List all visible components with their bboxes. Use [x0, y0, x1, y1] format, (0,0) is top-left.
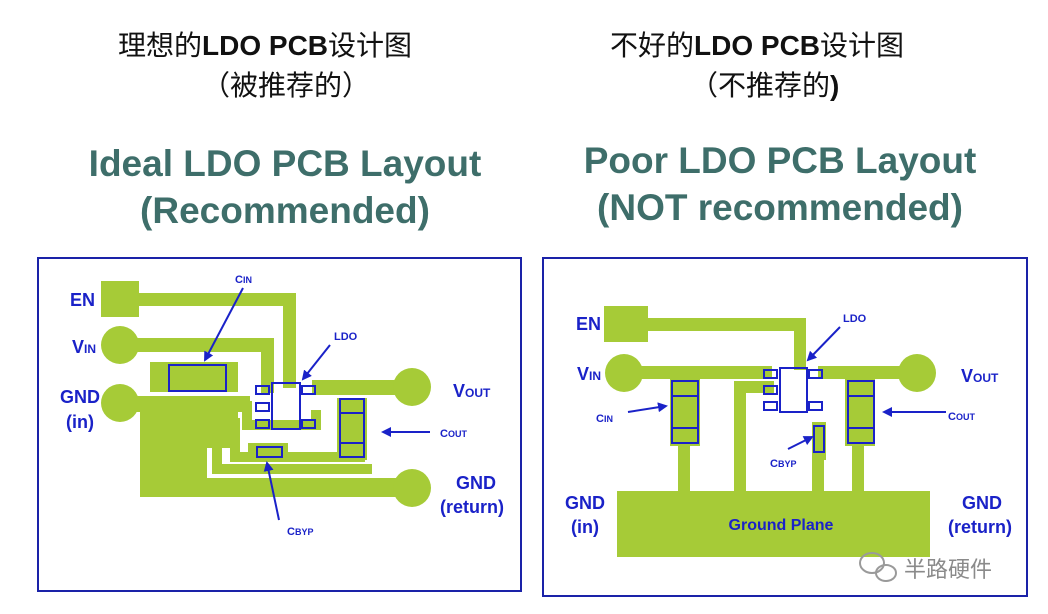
poor-vin-label: VIN — [577, 364, 601, 384]
right-en-title-line1: Poor LDO PCB Layout — [583, 140, 977, 181]
watermark-text: 半路硬件 — [904, 558, 993, 583]
ground-plane-label: Ground Plane — [729, 517, 834, 534]
ideal-gnd-return-sub-label: (return) — [440, 497, 504, 517]
poor-frame — [542, 257, 1028, 597]
poor-gnd-return-sub-label: (return) — [948, 517, 1012, 537]
ideal-cout-label: COUT — [440, 428, 467, 440]
left-en-title-line2: (Recommended) — [140, 190, 430, 231]
poor-en-label: EN — [576, 314, 601, 334]
left-cn-title: 理想的LDO PCB设计图 — [118, 29, 413, 62]
ideal-gnd-in-sub-label: (in) — [66, 412, 94, 432]
poor-cin-component — [671, 380, 699, 444]
ideal-ldo-label: LDO — [334, 331, 358, 343]
ideal-cin-component — [168, 364, 227, 392]
ideal-gnd-in-label: GND — [60, 387, 100, 407]
ideal-vin-label: VIN — [72, 337, 96, 357]
wechat-icon — [859, 552, 897, 582]
poor-layout-panel: EN VIN VOUT GND (in) GND (return) CIN LD… — [542, 257, 1028, 597]
ideal-en-label: EN — [70, 290, 95, 310]
ideal-labels: EN VIN GND (in) VOUT GND (return) CIN LD… — [60, 274, 504, 538]
left-en-title: Ideal LDO PCB Layout (Recommended) — [40, 140, 530, 234]
poor-gnd-return-label: GND — [962, 493, 1002, 513]
ideal-arrows — [204, 287, 430, 521]
left-cn-subtitle: （被推荐的） — [202, 69, 371, 102]
ideal-cout-component — [339, 398, 365, 458]
ideal-vout-label: VOUT — [453, 381, 491, 401]
left-en-title-line1: Ideal LDO PCB Layout — [88, 143, 482, 184]
poor-components — [671, 367, 875, 453]
ideal-ldo-component — [271, 382, 301, 430]
poor-arrows — [627, 326, 946, 450]
ideal-copper — [101, 281, 431, 507]
right-en-title-line2: (NOT recommended) — [597, 187, 963, 228]
ideal-cbyp-label: CBYP — [287, 526, 313, 538]
poor-cbyp-component — [813, 425, 825, 453]
poor-cout-component — [847, 380, 875, 444]
poor-vout-label: VOUT — [961, 366, 999, 386]
poor-labels: EN VIN VOUT GND (in) GND (return) CIN LD… — [565, 313, 1012, 537]
poor-gnd-in-label: GND — [565, 493, 605, 513]
right-cn-title: 不好的LDO PCB设计图 — [610, 29, 905, 62]
right-en-title: Poor LDO PCB Layout (NOT recommended) — [530, 137, 1030, 231]
poor-ldo-component — [779, 367, 808, 413]
ideal-gnd-return-label: GND — [456, 473, 496, 493]
poor-cout-label: COUT — [948, 411, 975, 423]
ideal-frame — [37, 257, 522, 592]
poor-cbyp-label: CBYP — [770, 458, 796, 470]
poor-copper — [604, 306, 936, 557]
right-cn-subtitle: （不推荐的) — [690, 69, 840, 102]
ideal-cbyp-component — [256, 446, 283, 458]
poor-gnd-in-sub-label: (in) — [571, 517, 599, 537]
poor-ldo-label: LDO — [843, 313, 867, 325]
ideal-layout-panel: EN VIN GND (in) VOUT GND (return) CIN LD… — [37, 257, 522, 592]
poor-cin-label: CIN — [596, 413, 613, 425]
ideal-cin-label: CIN — [235, 274, 252, 286]
ideal-components — [168, 364, 365, 458]
